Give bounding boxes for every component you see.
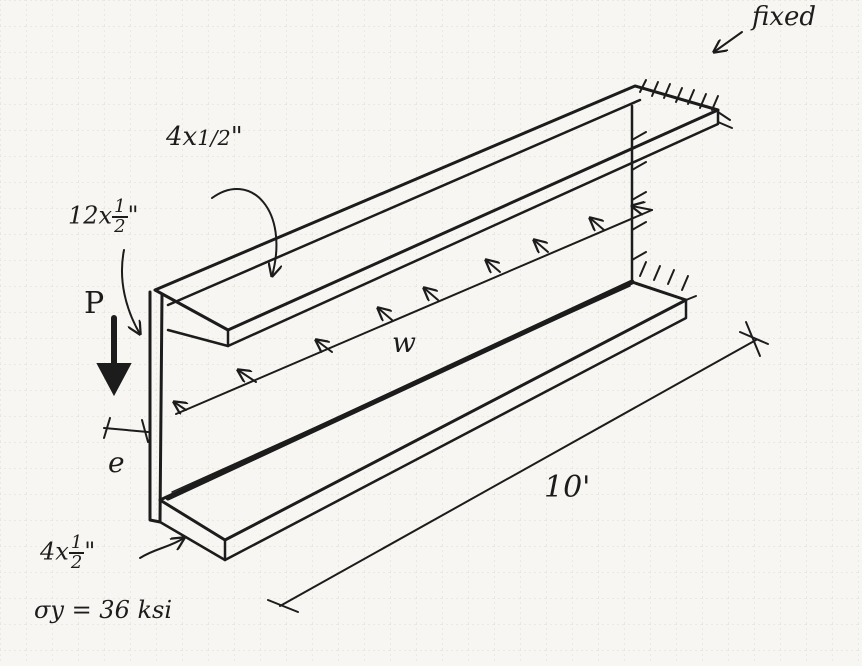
load-arrow-3 (316, 340, 333, 352)
web-frac-num: 1 (112, 196, 128, 218)
top-flange-leader (211, 187, 276, 276)
web-unit: " (127, 201, 139, 230)
top-flange-frac-num: 1 (197, 126, 211, 150)
load-arrow-8 (590, 218, 605, 230)
bottom-flange-unit: " (84, 537, 96, 566)
load-arrow-2 (238, 370, 257, 383)
bottom-flange-dim: 4x (40, 537, 69, 566)
fixed-label: fixed (752, 2, 817, 32)
top-flange-frac-den: 2 (217, 126, 231, 150)
web-leader (121, 249, 140, 334)
fixed-leader (714, 31, 743, 52)
load-arrow-4 (378, 308, 393, 320)
length-dimension (267, 321, 769, 613)
web-frac-den: 2 (114, 216, 126, 237)
top-flange-unit: " (230, 122, 243, 152)
web-dim: 12x (68, 201, 113, 230)
top-flange-label: 4x1/2" (166, 122, 243, 152)
fixed-support-hatch (631, 79, 733, 301)
length-label: 10' (544, 470, 591, 505)
eccentricity-label: e (108, 446, 125, 479)
top-flange-dim: 4x (166, 122, 198, 152)
point-load-arrow (96, 315, 132, 397)
load-arrow-6 (486, 260, 501, 272)
load-arrow-7 (534, 240, 549, 252)
distributed-load (174, 206, 653, 415)
eccentricity-dimension (103, 417, 149, 443)
top-flange (153, 84, 720, 348)
distributed-load-label: w (392, 326, 416, 359)
yield-stress-label: σy = 36 ksi (34, 596, 173, 624)
load-arrow-1 (174, 402, 186, 410)
bottom-flange-frac-den: 2 (70, 552, 83, 573)
bottom-flange-frac-num: 1 (68, 532, 85, 554)
bottom-flange-leader (139, 538, 184, 559)
load-arrow-5 (424, 288, 439, 300)
load-arrow-9 (632, 206, 653, 210)
point-load-label: P (84, 286, 105, 321)
